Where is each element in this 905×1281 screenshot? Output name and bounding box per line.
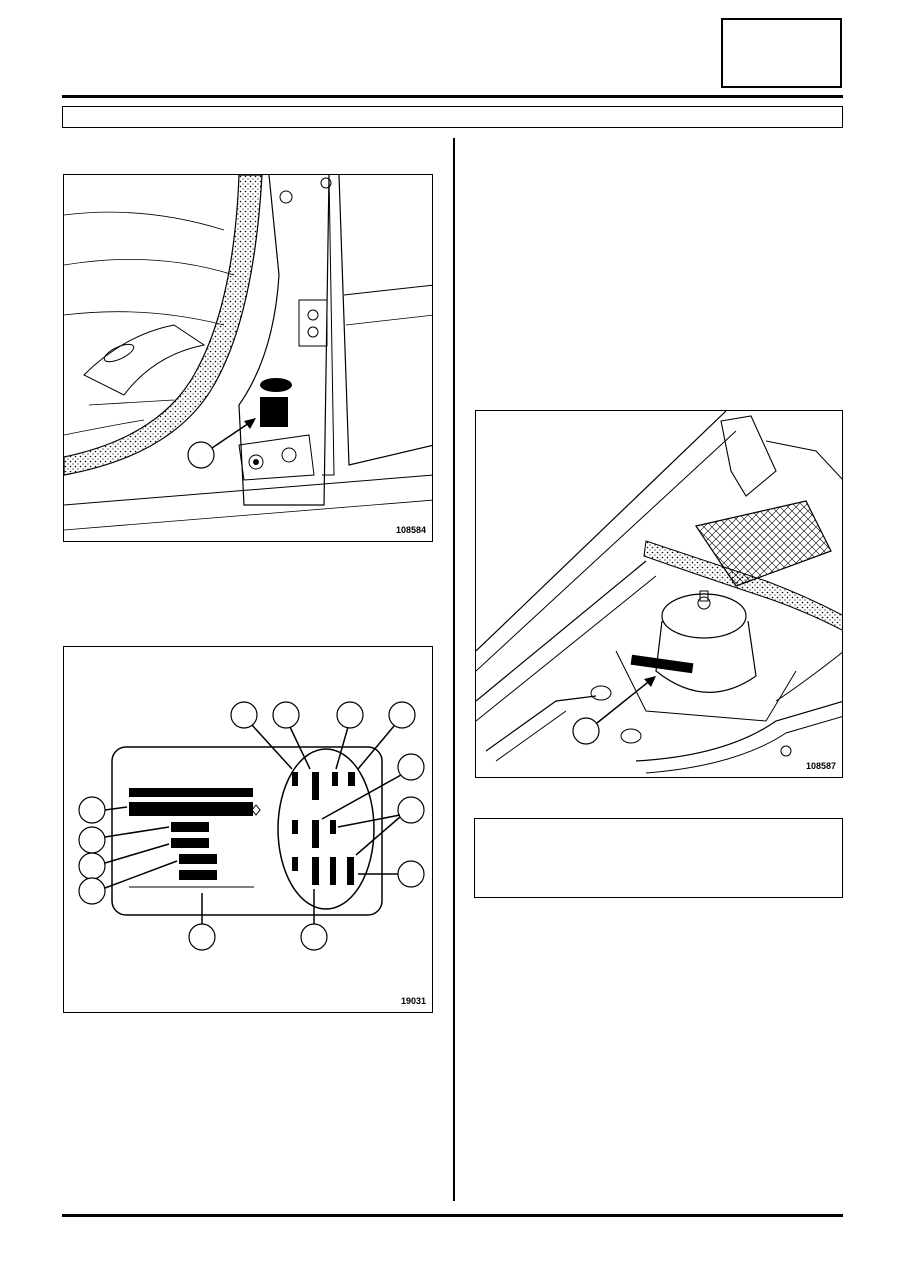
section-number-box	[721, 18, 842, 88]
door-pillar-drawing	[64, 175, 432, 531]
footer-rule	[62, 1214, 843, 1217]
figure-number: 19031	[400, 996, 426, 1006]
column-divider	[453, 138, 455, 1201]
figure-label-plate: 19031	[63, 646, 433, 1013]
chapter-title-bar	[62, 106, 843, 128]
engine-bay-drawing	[476, 411, 842, 774]
figure-number: 108587	[805, 761, 836, 771]
figure-door-pillar: 108584	[63, 174, 433, 542]
label-plate-drawing	[78, 701, 425, 951]
note-box	[474, 818, 843, 898]
figure-engine-bay: 108587	[475, 410, 843, 778]
figure-number: 108584	[395, 525, 426, 535]
header-rule	[62, 95, 843, 98]
